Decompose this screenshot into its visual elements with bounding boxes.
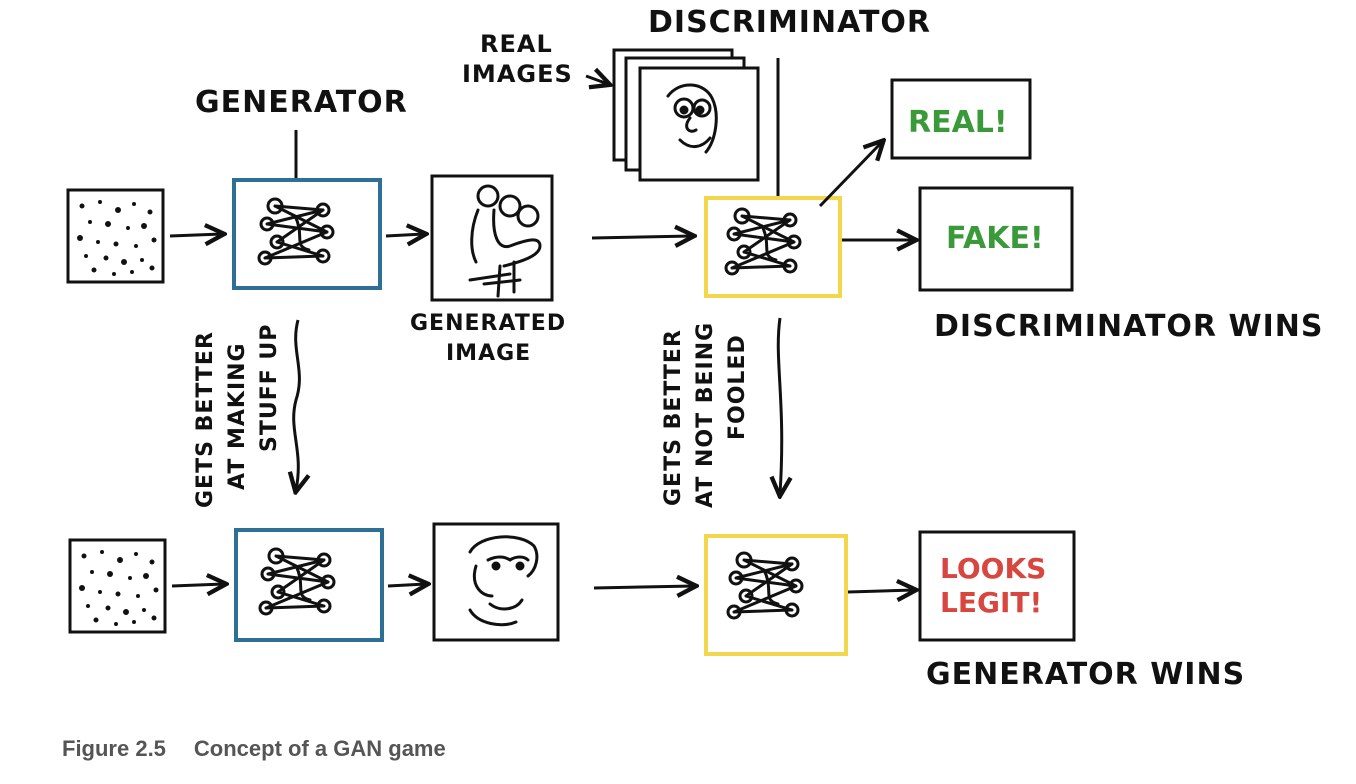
noise-input-top <box>66 188 165 284</box>
real-output-box: REAL! <box>890 78 1032 160</box>
generator-box-bottom <box>234 528 384 642</box>
generator-label: GENERATOR <box>195 85 408 120</box>
generator-improves-line2: AT MAKING <box>225 342 250 490</box>
noise-icon <box>77 200 157 276</box>
discriminator-improves-label: GETS BETTER AT NOT BEING FOOLED <box>661 322 750 508</box>
figure-title: Concept of a GAN game <box>193 736 446 761</box>
noise-input-bottom <box>68 538 167 634</box>
arrow-icon <box>591 236 692 238</box>
arrow-icon <box>294 319 300 490</box>
network-icon <box>257 197 335 266</box>
figure-caption: Figure 2.5 Concept of a GAN game <box>62 736 446 762</box>
real-images-label-line1: REAL <box>480 30 553 58</box>
generated-image-label-line1: GENERATED <box>410 311 566 336</box>
face-sketch-icon <box>666 83 718 154</box>
generator-wins-label: GENERATOR WINS <box>926 657 1245 692</box>
arrow-icon <box>171 584 224 586</box>
discriminator-improves-line2: AT NOT BEING <box>693 322 718 508</box>
arrow-icon <box>385 234 424 236</box>
discriminator-improves-line3: FOOLED <box>725 334 750 440</box>
real-output-text: REAL! <box>908 105 1008 140</box>
generated-image-label-line2: IMAGE <box>446 341 531 366</box>
generated-image-box-bottom <box>432 522 560 642</box>
discriminator-box-top <box>704 196 842 298</box>
arrow-icon <box>387 584 426 586</box>
generator-improves-label: GETS BETTER AT MAKING STUFF UP <box>193 324 282 508</box>
arrow-icon <box>585 76 608 84</box>
arrow-icon <box>778 317 781 494</box>
looks-legit-line1: LOOKS <box>940 552 1046 585</box>
real-images-label-line2: IMAGES <box>462 60 573 88</box>
discriminator-box-bottom <box>704 534 848 656</box>
face-sketch-icon <box>468 535 539 627</box>
figure-number: Figure 2.5 <box>62 736 166 761</box>
network-icon <box>726 551 804 620</box>
generator-box-top <box>232 178 382 290</box>
noise-icon <box>79 550 159 626</box>
discriminator-wins-label: DISCRIMINATOR WINS <box>934 309 1323 344</box>
generator-improves-line3: STUFF UP <box>257 324 282 452</box>
network-icon <box>724 207 802 276</box>
network-icon <box>258 547 336 616</box>
arrow-icon <box>847 590 914 592</box>
discriminator-improves-line1: GETS BETTER <box>661 329 686 506</box>
looks-legit-line2: LEGIT! <box>940 586 1042 619</box>
generator-improves-line1: GETS BETTER <box>193 331 218 508</box>
face-sketch-icon <box>468 184 542 298</box>
fake-output-text: FAKE! <box>946 221 1044 256</box>
looks-legit-output-box: LOOKS LEGIT! <box>918 530 1076 642</box>
arrow-icon <box>169 234 222 236</box>
arrow-icon <box>818 142 882 208</box>
real-images-stack <box>612 48 760 182</box>
discriminator-label: DISCRIMINATOR <box>648 5 931 40</box>
arrow-icon <box>593 586 694 588</box>
generated-image-box-top <box>430 174 554 302</box>
fake-output-box: FAKE! <box>918 186 1074 292</box>
